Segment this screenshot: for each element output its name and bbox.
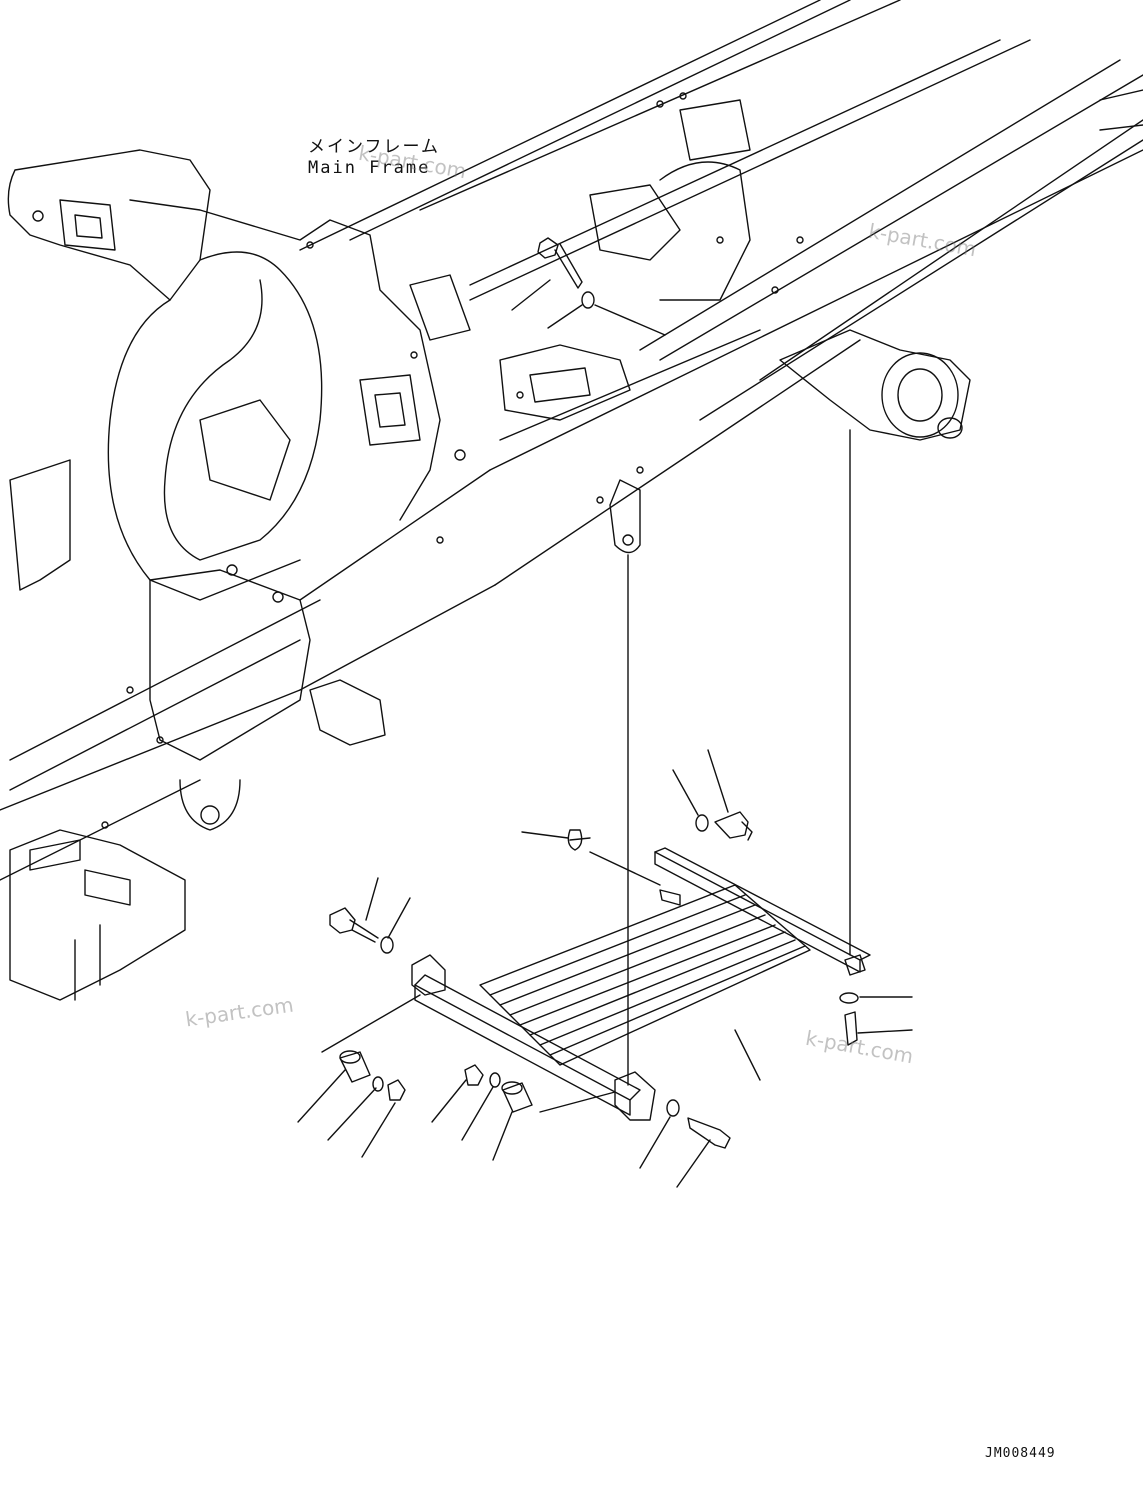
drawing-code: JM008449 — [985, 1446, 1056, 1461]
main-frame — [0, 0, 1143, 1000]
frame-bolt-holes — [33, 93, 803, 828]
leader-lines — [298, 430, 912, 1187]
main-frame-label-en: Main Frame — [308, 158, 431, 178]
upper-bolt-assembly — [512, 238, 665, 335]
loose-hardware — [330, 812, 858, 1148]
main-frame-label-jp: メインフレーム — [308, 137, 440, 157]
